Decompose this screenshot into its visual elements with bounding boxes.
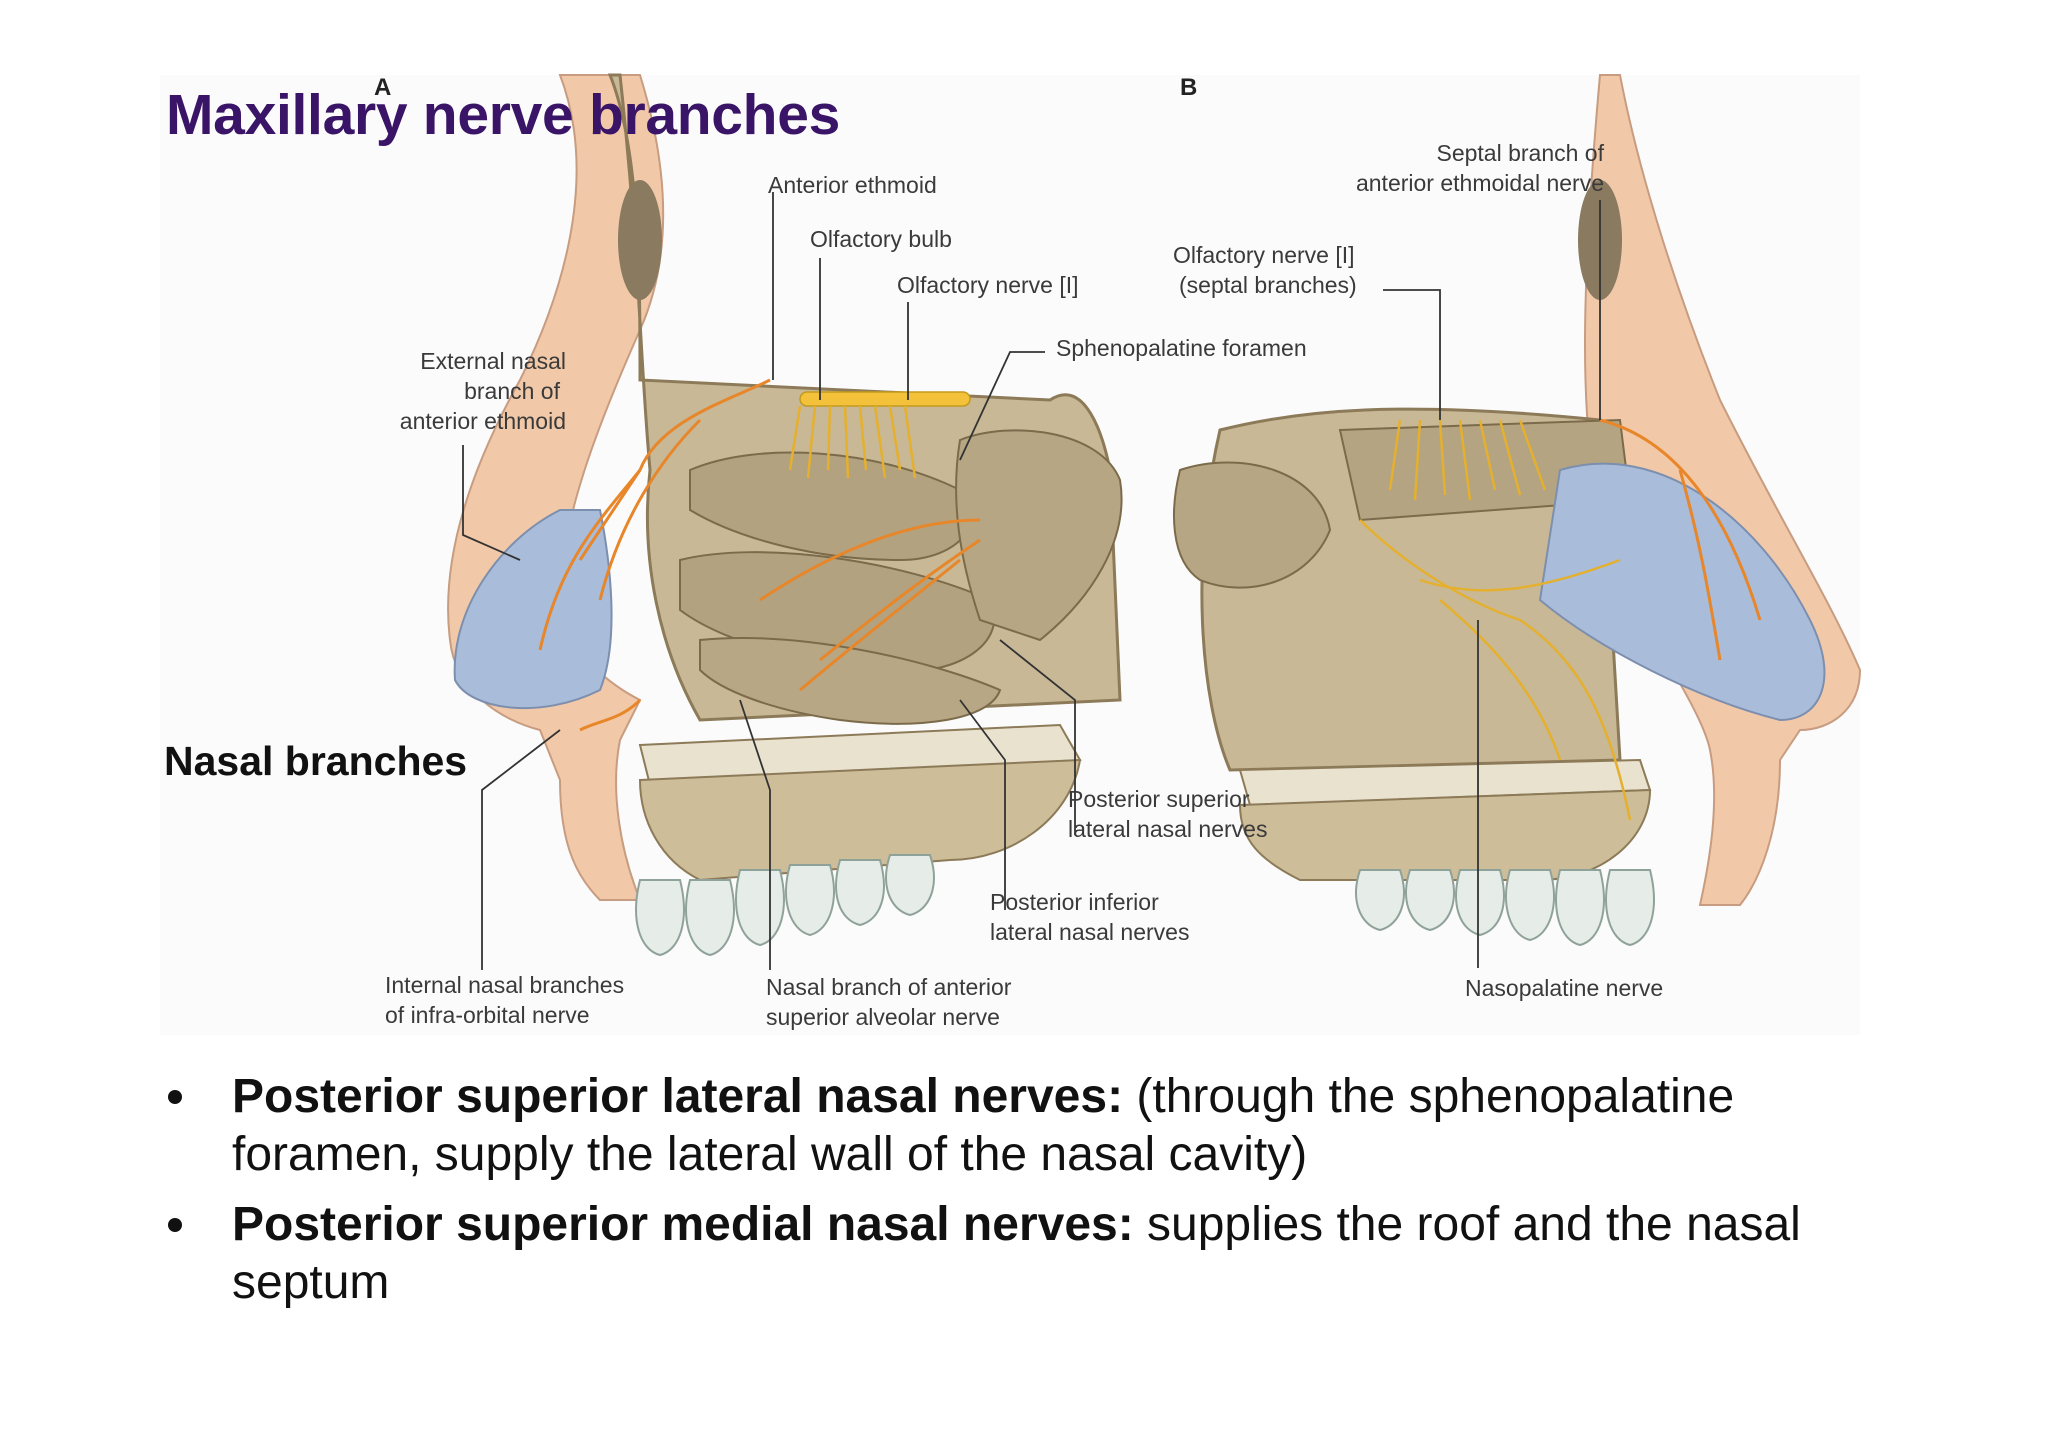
label-external-nasal-3: anterior ethmoid: [399, 408, 566, 434]
label-internal-nasal-2: of infra-orbital nerve: [385, 1002, 590, 1028]
label-sphenopalatine-foramen: Sphenopalatine foramen: [1056, 335, 1307, 361]
label-septal-branch-2: anterior ethmoidal nerve: [1355, 170, 1604, 196]
panel-a-drawing: [447, 73, 1123, 970]
bullet-text: supplies the roof and the nasal septum: [232, 1198, 1801, 1309]
slide-title: Maxillary nerve branches: [166, 83, 840, 147]
label-anterior-ethmoid: Anterior ethmoid: [768, 172, 937, 198]
panel-b-letter: B: [1180, 74, 1198, 101]
bullet-item: Posterior superior medial nasal nerves: …: [166, 1196, 1886, 1312]
label-internal-nasal-1: Internal nasal branches: [385, 972, 625, 998]
label-external-nasal-1: External nasal: [420, 348, 566, 374]
nasal-branches-callout: Nasal branches: [164, 738, 468, 784]
label-olfactory-septal-2: (septal branches): [1179, 272, 1357, 298]
label-post-sup-lateral-2: lateral nasal nerves: [1068, 816, 1268, 842]
panel-b-drawing: [1173, 74, 1862, 968]
label-nasopalatine-nerve: Nasopalatine nerve: [1465, 975, 1664, 1001]
label-olfactory-bulb: Olfactory bulb: [810, 226, 952, 252]
label-nasal-branch-asa-1: Nasal branch of anterior: [766, 974, 1012, 1000]
bullet-list: Posterior superior lateral nasal nerves:…: [166, 1068, 1886, 1324]
panel-a-letter: A: [374, 74, 392, 101]
label-post-inf-lateral-1: Posterior inferior: [990, 889, 1159, 915]
label-olfactory-nerve: Olfactory nerve [I]: [897, 272, 1079, 298]
label-septal-branch-1: Septal branch of: [1436, 140, 1604, 166]
label-post-sup-lateral-1: Posterior superior: [1068, 786, 1250, 812]
bullet-dot-icon: [168, 1218, 182, 1232]
label-nasal-branch-asa-2: superior alveolar nerve: [766, 1004, 1000, 1030]
bullet-term: Posterior superior medial nasal nerves:: [232, 1198, 1134, 1251]
label-external-nasal-2: branch of: [464, 378, 560, 404]
label-olfactory-septal-1: Olfactory nerve [I]: [1173, 242, 1355, 268]
label-post-inf-lateral-2: lateral nasal nerves: [990, 919, 1190, 945]
bullet-text: (through the sphenopalatine foramen, sup…: [232, 1070, 1735, 1181]
bullet-item: Posterior superior lateral nasal nerves:…: [166, 1068, 1886, 1184]
bullet-term: Posterior superior lateral nasal nerves:: [232, 1070, 1124, 1123]
bullet-dot-icon: [168, 1090, 182, 1104]
